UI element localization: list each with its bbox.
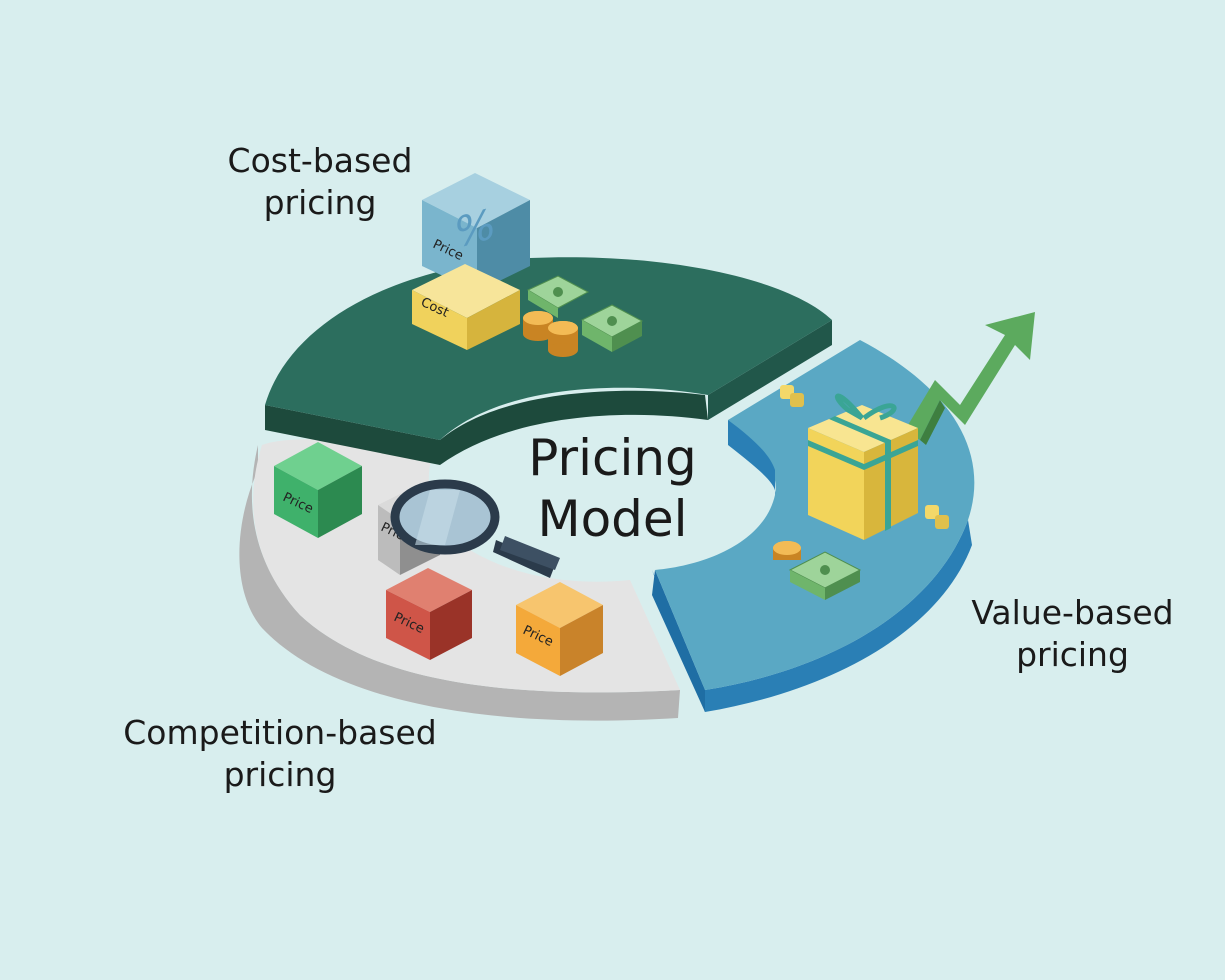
price-cube-icon: Price [386,568,472,660]
cost-based-line1: Cost-based [227,141,413,180]
value-based-line1: Value-based [971,593,1174,632]
competition-based-line2: pricing [223,755,337,795]
cost-based-line2: pricing [263,183,377,223]
value-based-line2: pricing [1016,635,1129,675]
coin-icon [780,385,949,529]
price-cube-icon: Price [516,582,603,676]
competition-based-label: Competition-based pricing [95,712,465,796]
price-cube-icon: Price [274,442,362,538]
cost-cube-icon: Cost [412,264,520,350]
coin-stack-icon [523,311,578,357]
gift-box-icon [808,393,918,540]
center-title: Pricing Model [505,428,720,550]
magnifying-glass-icon [390,479,560,578]
competition-based-line1: Competition-based [123,713,437,752]
center-title-line1: Pricing [528,429,697,487]
cash-stack-icon [526,275,644,352]
center-title-line2: Model [537,490,688,548]
value-based-label: Value-based pricing [955,592,1190,676]
percent-icon: % [455,199,495,259]
cash-stack-icon [773,541,862,600]
growth-arrow-icon [905,312,1035,445]
cost-based-label: Cost-based pricing [205,140,435,224]
price-cube-icon: Price [422,173,530,292]
